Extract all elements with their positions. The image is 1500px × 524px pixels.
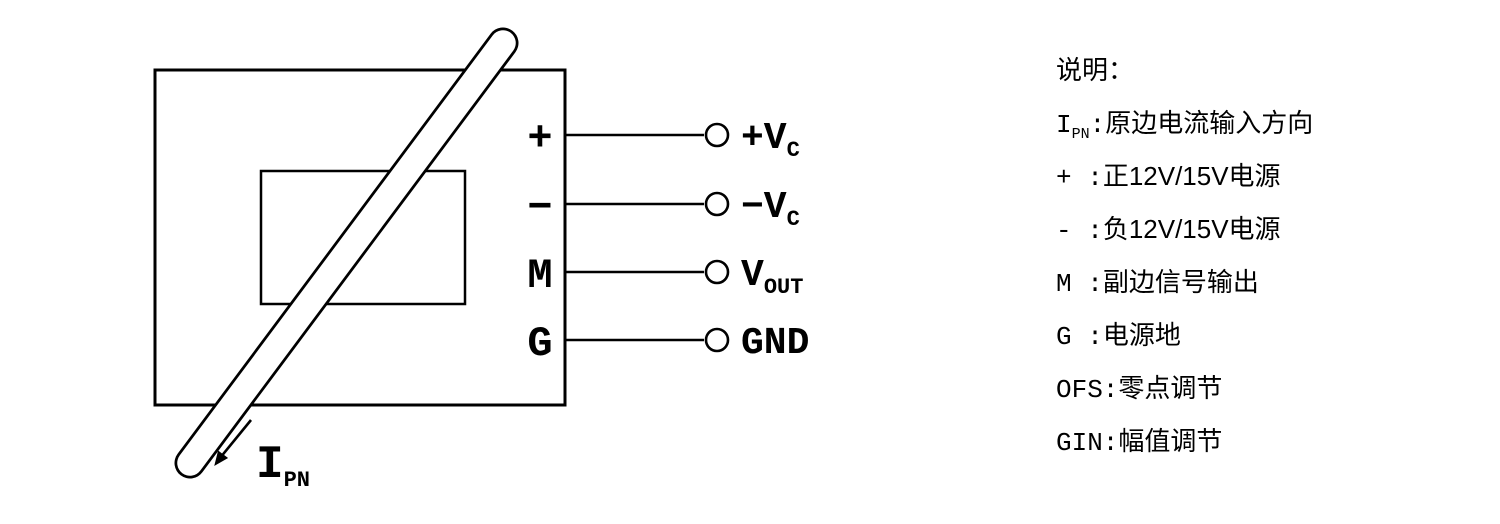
- pin-label-g: G: [527, 320, 552, 368]
- legend-key: I: [1056, 110, 1072, 140]
- legend-key: - :: [1056, 216, 1103, 246]
- pin-label-m: M: [527, 252, 552, 300]
- current-arrowhead-icon: [214, 450, 229, 467]
- terminal-label-gnd: GND: [741, 322, 809, 365]
- legend-item-ofs: OFS:零点调节: [1056, 362, 1313, 415]
- current-direction-arrow: [221, 419, 253, 456]
- terminal-label-vc-minus: −VC: [741, 186, 800, 232]
- legend-title: 说明：: [1056, 55, 1135, 85]
- legend-key: M :: [1056, 269, 1103, 299]
- terminal-circle-icon: [704, 122, 730, 148]
- terminal-row-vc-plus: + +VC: [527, 115, 799, 163]
- legend-item-m: M :副边信号输出: [1056, 256, 1313, 309]
- legend-key: G :: [1056, 322, 1103, 352]
- legend-item-gin: GIN:幅值调节: [1056, 415, 1313, 468]
- terminal-label-vc-plus: +VC: [741, 117, 800, 163]
- legend-key: + :: [1056, 163, 1103, 193]
- sensor-diagram: IPN + +VC − −VC M VOUT G GND: [153, 27, 809, 493]
- legend-desc: 电源地: [1102, 320, 1181, 350]
- legend-colon: :: [1089, 110, 1106, 140]
- terminal-row-vc-minus: − −VC: [527, 184, 799, 232]
- legend-item-g: G :电源地: [1056, 309, 1313, 362]
- legend-key-subscript: PN: [1071, 126, 1090, 143]
- legend-desc: 副边信号输出: [1102, 267, 1259, 297]
- terminal-label-vout: VOUT: [741, 254, 803, 300]
- legend-desc: 正12V/15V电源: [1102, 161, 1281, 191]
- terminal-circle-icon: [704, 191, 730, 217]
- legend-item-plus: + :正12V/15V电源: [1056, 150, 1313, 203]
- terminal-circle-icon: [704, 327, 730, 353]
- legend-desc: 原边电流输入方向: [1105, 108, 1314, 138]
- current-label: IPN: [256, 439, 310, 493]
- terminal-row-gnd: G GND: [527, 320, 809, 368]
- terminal-row-vout: M VOUT: [527, 252, 803, 300]
- legend: 说明： IPN:原边电流输入方向 + :正12V/15V电源 - :负12V/1…: [1056, 44, 1313, 468]
- legend-desc: 幅值调节: [1118, 426, 1223, 456]
- terminal-circle-icon: [704, 259, 730, 285]
- primary-conductor-fill: [177, 30, 516, 476]
- legend-item-ipn: IPN:原边电流输入方向: [1056, 97, 1313, 150]
- legend-item-minus: - :负12V/15V电源: [1056, 203, 1313, 256]
- legend-desc: 零点调节: [1118, 373, 1223, 403]
- pin-label-plus: +: [527, 115, 552, 163]
- legend-desc: 负12V/15V电源: [1102, 214, 1281, 244]
- pin-label-minus: −: [527, 184, 552, 232]
- legend-key: OFS:: [1056, 375, 1119, 405]
- legend-key: GIN:: [1056, 428, 1119, 458]
